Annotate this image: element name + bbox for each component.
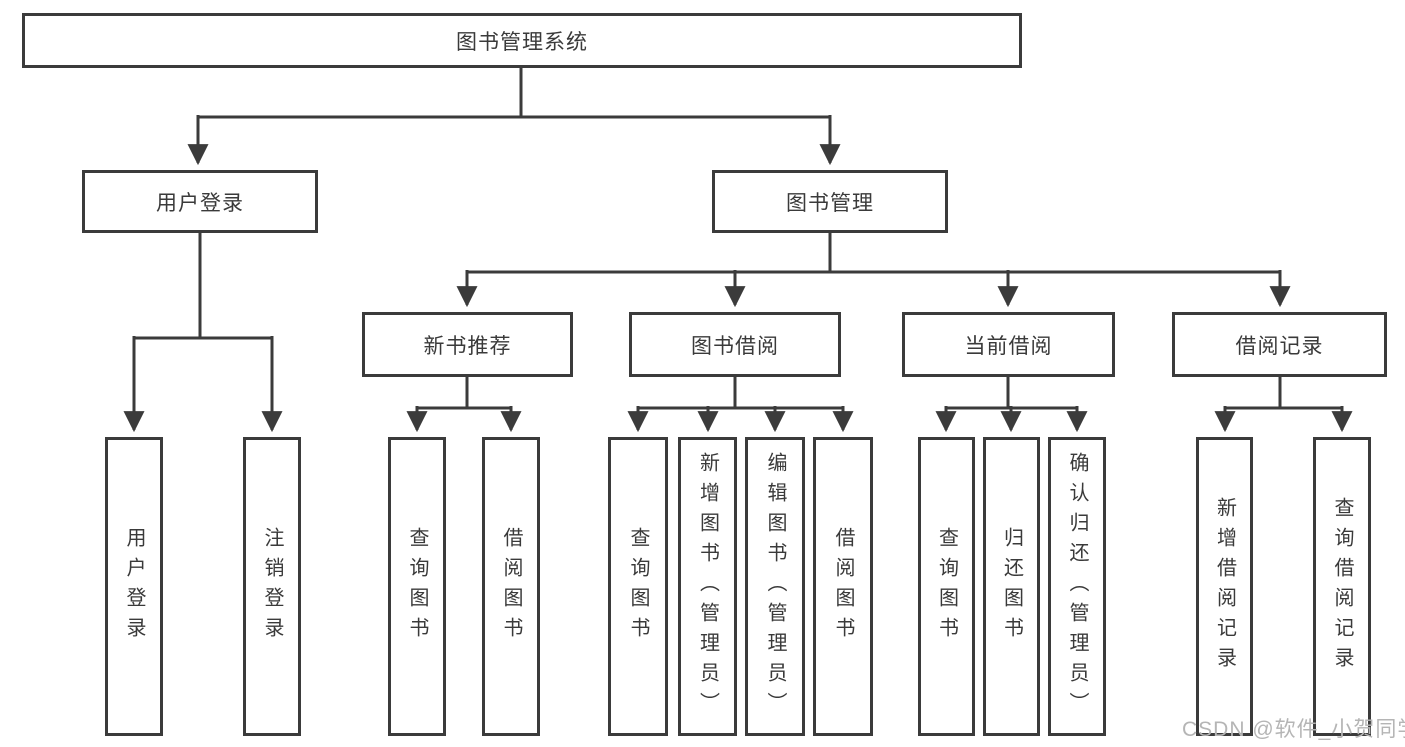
node-root-label: 图书管理系统 <box>456 30 588 54</box>
node-book-borrow: 图书借阅 <box>629 312 841 377</box>
node-current-borrow-label: 当前借阅 <box>964 334 1053 358</box>
leaf-records-query-record: 查询借阅记录 <box>1313 437 1371 736</box>
leaf-borrow-add-book-admin: 新增图书（管理员） <box>678 437 737 736</box>
leaf-borrow-add-book-admin-label: 新增图书（管理员） <box>696 451 719 722</box>
watermark: CSDN @软件_小贺同学 <box>1182 718 1405 741</box>
node-borrow-records: 借阅记录 <box>1172 312 1387 377</box>
leaf-records-add-record-label: 新增借阅记录 <box>1213 496 1236 677</box>
node-new-book-recommend: 新书推荐 <box>362 312 573 377</box>
leaf-current-confirm-return-admin: 确认归还（管理员） <box>1048 437 1106 736</box>
leaf-current-query-book-label: 查询图书 <box>935 526 958 647</box>
leaf-borrow-query-book-label: 查询图书 <box>627 526 649 647</box>
leaf-logout-label: 注销登录 <box>261 526 283 647</box>
leaf-recommend-query-book: 查询图书 <box>388 437 446 736</box>
leaf-borrow-query-book: 查询图书 <box>608 437 668 736</box>
leaf-borrow-edit-book-admin: 编辑图书（管理员） <box>745 437 805 736</box>
node-book-management: 图书管理 <box>712 170 948 233</box>
node-borrow-records-label: 借阅记录 <box>1235 334 1324 358</box>
leaf-recommend-borrow-book: 借阅图书 <box>482 437 540 736</box>
leaf-current-query-book: 查询图书 <box>918 437 975 736</box>
leaf-records-add-record: 新增借阅记录 <box>1196 437 1253 736</box>
leaf-borrow-borrow-book: 借阅图书 <box>813 437 873 736</box>
leaf-borrow-edit-book-admin-label: 编辑图书（管理员） <box>764 451 786 722</box>
leaf-user-login-label: 用户登录 <box>123 526 145 647</box>
leaf-records-query-record-label: 查询借阅记录 <box>1331 496 1353 677</box>
node-user-login: 用户登录 <box>82 170 318 233</box>
leaf-user-login: 用户登录 <box>105 437 163 736</box>
leaf-logout: 注销登录 <box>243 437 301 736</box>
node-book-borrow-label: 图书借阅 <box>691 334 779 358</box>
leaf-current-return-book: 归还图书 <box>983 437 1040 736</box>
leaf-borrow-borrow-book-label: 借阅图书 <box>832 526 854 647</box>
leaf-recommend-query-book-label: 查询图书 <box>406 526 428 647</box>
node-new-book-recommend-label: 新书推荐 <box>423 334 512 358</box>
leaf-recommend-borrow-book-label: 借阅图书 <box>500 526 522 647</box>
node-user-login-label: 用户登录 <box>156 191 244 215</box>
node-root: 图书管理系统 <box>22 13 1022 68</box>
node-current-borrow: 当前借阅 <box>902 312 1115 377</box>
node-book-management-label: 图书管理 <box>786 191 874 215</box>
leaf-current-return-book-label: 归还图书 <box>1000 526 1023 647</box>
leaf-current-confirm-return-admin-label: 确认归还（管理员） <box>1066 451 1088 722</box>
